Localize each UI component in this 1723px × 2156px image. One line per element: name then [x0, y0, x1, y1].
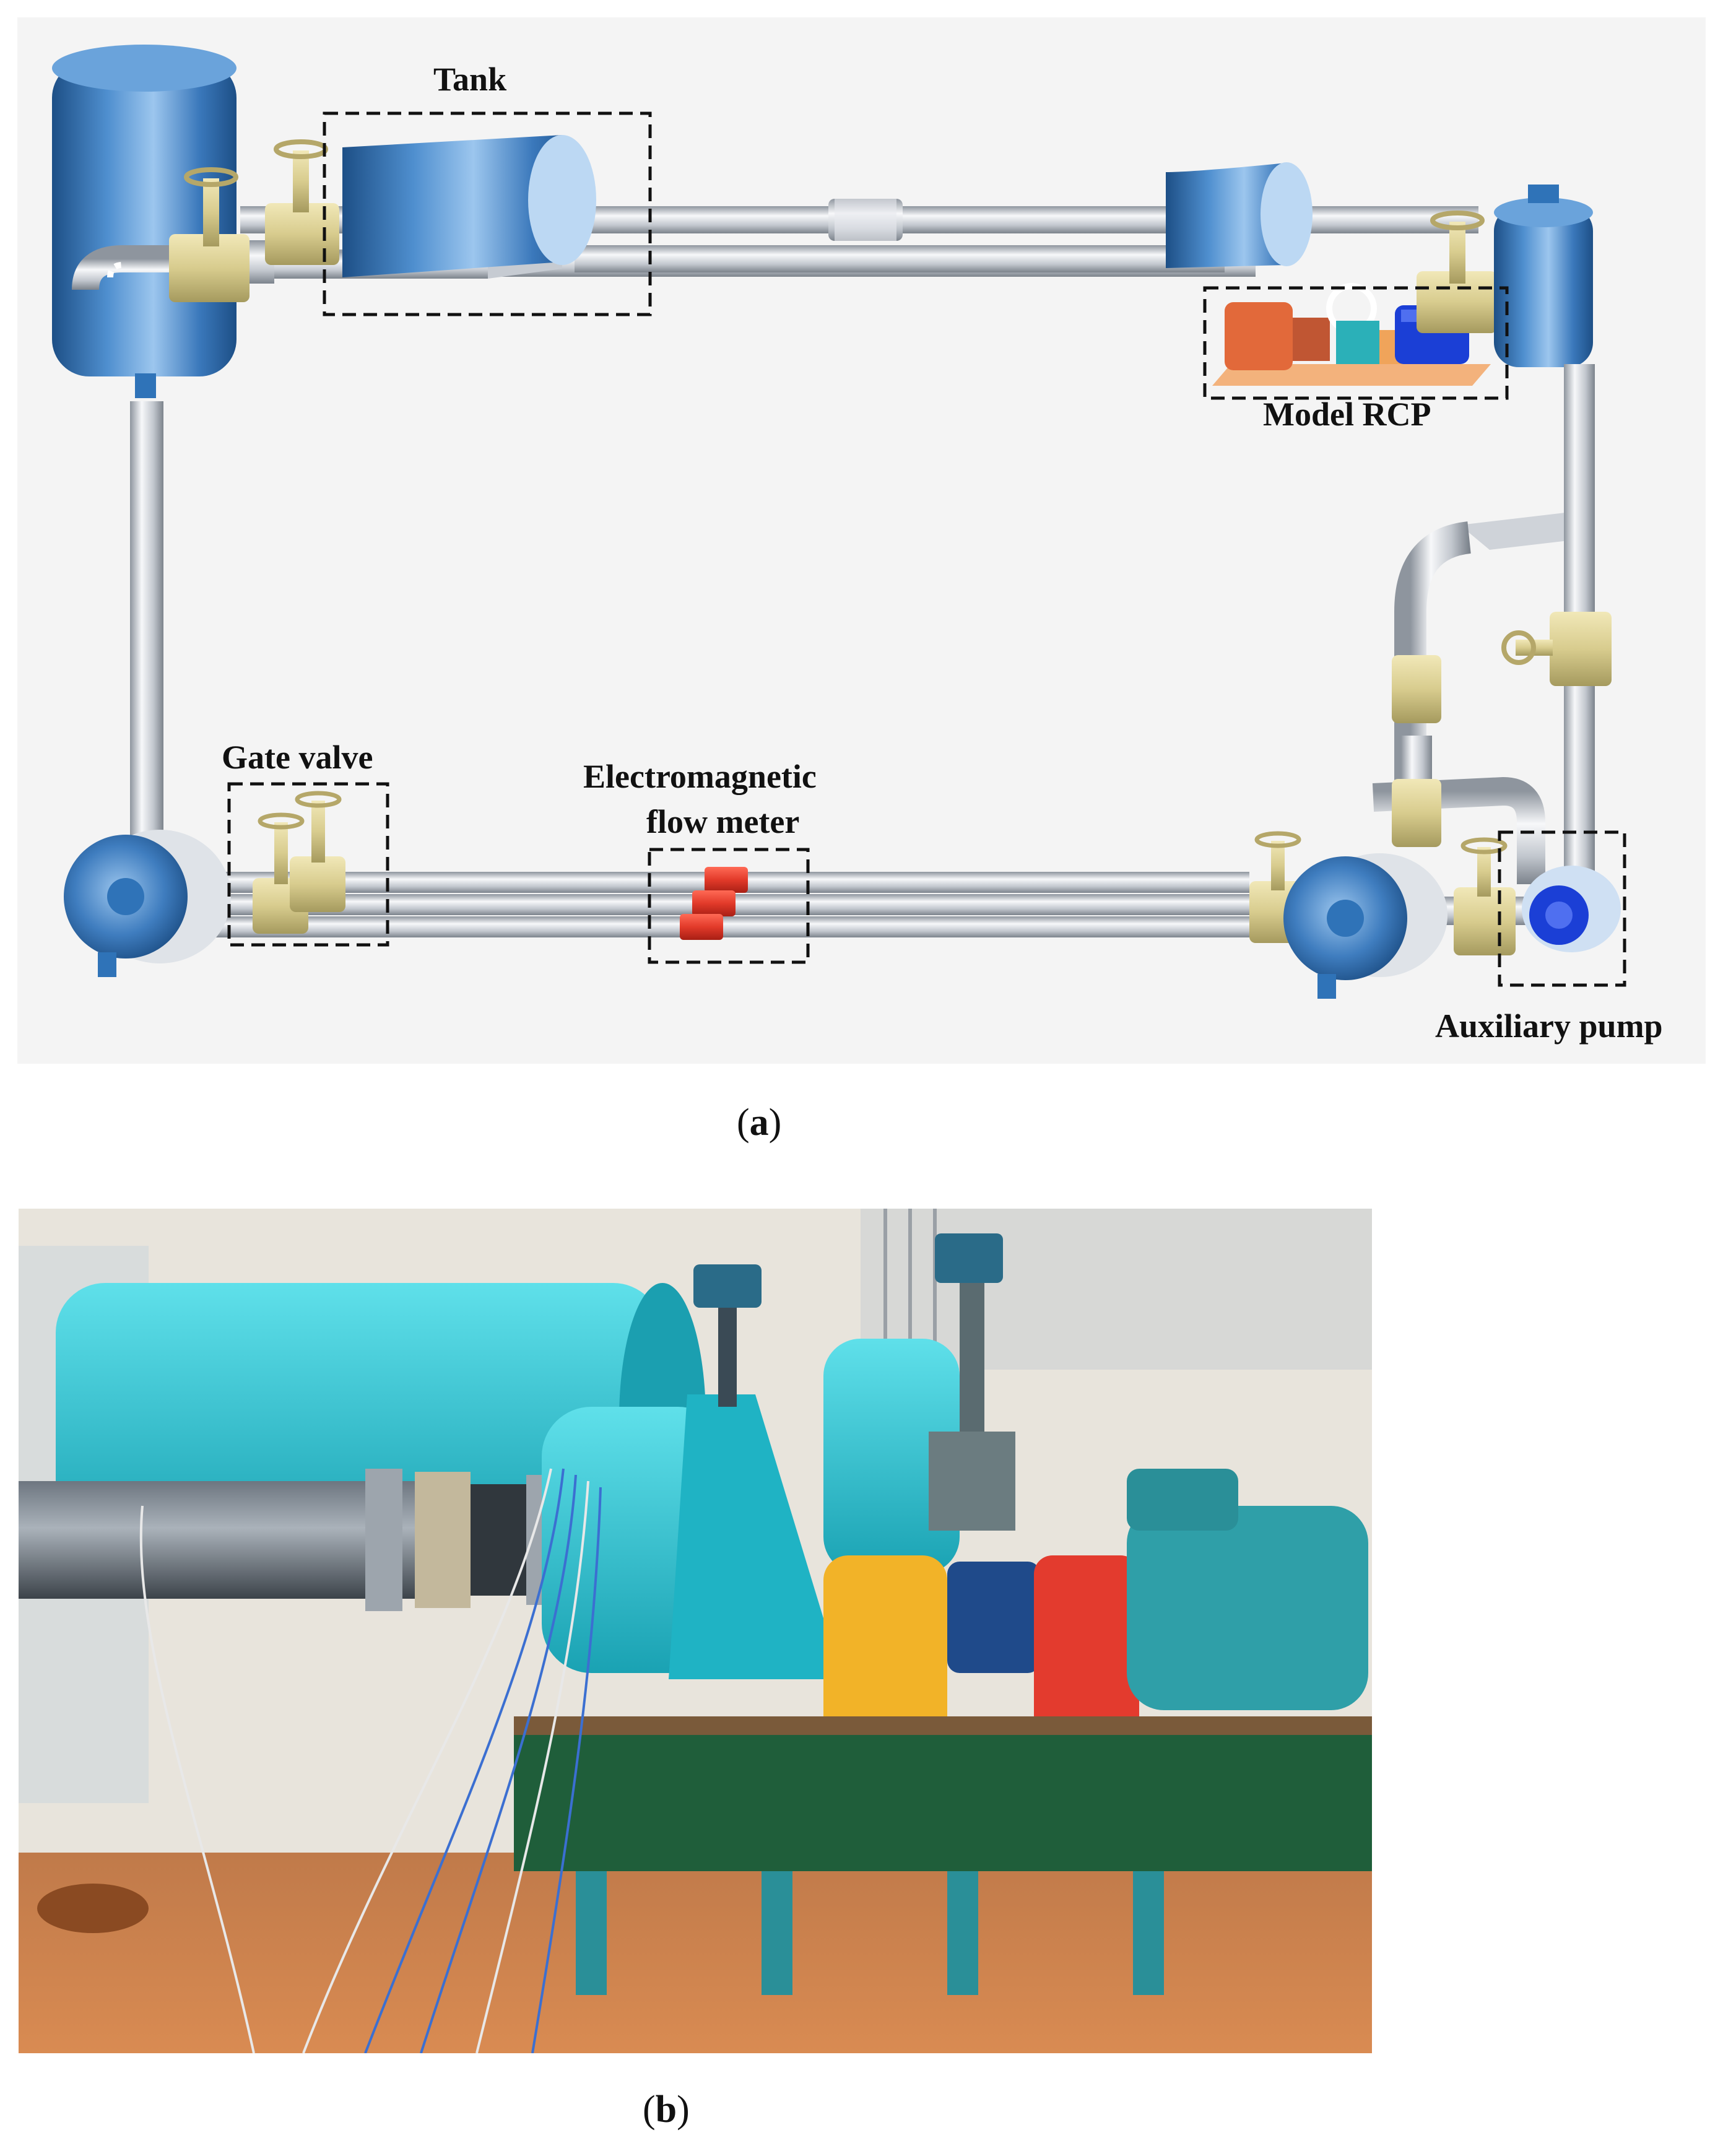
photo-grey-pipe	[19, 1469, 557, 1611]
upper-left-valves	[169, 139, 339, 302]
photo-floor-flange	[37, 1884, 149, 1933]
photo-base-table	[514, 1716, 1372, 1995]
right-vessel	[1494, 185, 1593, 367]
left-vertical-pipe	[130, 401, 163, 841]
label-model-rcp: Model RCP	[1263, 396, 1431, 433]
photo-gate-valve	[929, 1233, 1015, 1531]
photo-cyan-pump	[542, 1264, 842, 1679]
panel-a-schematic	[52, 45, 1626, 999]
caption-b-letter: b	[655, 2089, 677, 2131]
photo-sensor-cables	[139, 1468, 602, 2053]
label-tank: Tank	[433, 61, 507, 98]
panel-b-photo	[19, 1209, 1372, 2053]
auxiliary-pump	[1522, 866, 1621, 952]
callout-box-gate-valve	[227, 782, 389, 947]
caption-b: (b)	[643, 2089, 690, 2131]
tank-right	[1166, 162, 1313, 268]
photo-floor	[19, 1853, 1372, 2053]
right-vertical-valves	[1392, 612, 1612, 847]
photo-cyan-vessel	[823, 1339, 960, 1574]
caption-a-letter: a	[749, 1102, 769, 1144]
flow-meters	[680, 867, 748, 940]
callout-box-tank	[323, 111, 652, 316]
right-vertical-pipes	[1372, 364, 1595, 890]
tank-left	[342, 135, 596, 277]
callout-box-model-rcp	[1203, 286, 1509, 400]
label-flow-meter-line1: Electromagnetic	[583, 758, 817, 795]
callout-boxes	[227, 111, 1626, 987]
callout-box-auxiliary-pump	[1498, 830, 1626, 987]
caption-a: (a)	[737, 1102, 782, 1144]
label-gate-valve: Gate valve	[222, 739, 373, 776]
label-flow-meter-line2: flow meter	[646, 803, 800, 840]
callout-box-flow-meter	[648, 848, 810, 964]
label-auxiliary-pump: Auxiliary pump	[1435, 1007, 1663, 1045]
photo-drive-train	[823, 1469, 1368, 1747]
gate-valves-left	[253, 791, 345, 934]
pump-bottom-left	[64, 830, 231, 977]
pump-bottom-right	[1283, 853, 1447, 999]
